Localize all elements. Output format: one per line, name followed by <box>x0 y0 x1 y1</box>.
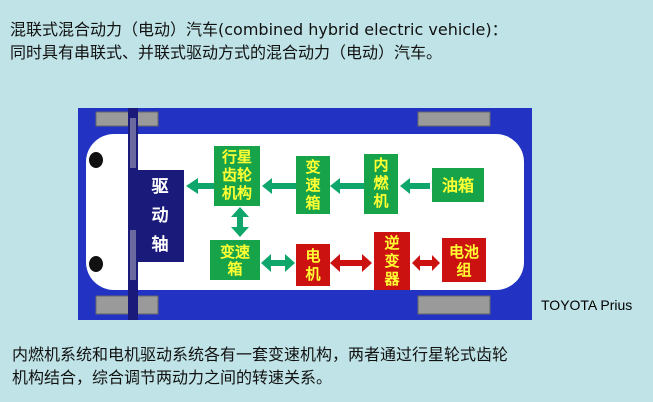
fuel-tank-label: 油箱 <box>442 176 474 195</box>
inverter-char-2: 变 <box>384 252 399 270</box>
transmission-top-box <box>296 156 330 214</box>
axle-shaft-bottom <box>130 230 136 280</box>
headlight-top <box>89 152 103 168</box>
arrow-planetary-to-axle <box>186 178 214 194</box>
inverter-box <box>374 232 410 290</box>
title-line-2: 同时具有串联式、并联式驱动方式的混合动力（电动）汽车。 <box>10 43 443 62</box>
headlight-bottom <box>89 256 103 272</box>
electrical-arrows <box>330 254 440 272</box>
hybrid-powertrain-diagram: 驱 动 轴 行星 齿轮 机构 变 速 箱 内 燃 机 油箱 变速 箱 电 <box>78 108 532 320</box>
footer-line-2: 机构结合，综合调节两动力之间的转速关系。 <box>12 368 333 387</box>
transmission-top-char-3: 箱 <box>305 194 320 212</box>
wheel-front-bottom <box>95 295 159 315</box>
drive-axle-char-2: 动 <box>152 206 169 226</box>
arrow-planetary-trans-bottom <box>231 207 249 237</box>
planetary-line-1: 行星 <box>221 148 252 166</box>
transmission-bottom-box <box>210 240 260 280</box>
arrow-inverter-battery <box>412 255 440 271</box>
arrow-engine-to-trans <box>330 178 364 194</box>
engine-char-2: 燃 <box>373 174 389 192</box>
planetary-line-3: 机构 <box>222 184 252 202</box>
wheel-rear-top <box>417 111 491 127</box>
fuel-tank-box <box>432 168 484 202</box>
battery-line-2: 组 <box>456 261 471 279</box>
wheels <box>95 111 491 315</box>
motor-char-1: 电 <box>305 247 320 265</box>
planetary-gear-box <box>214 146 260 206</box>
motor-char-2: 机 <box>305 265 320 283</box>
car-model-label: TOYOTA Prius <box>541 297 633 313</box>
arrow-motor-inverter <box>330 254 372 272</box>
arrow-fuel-to-engine <box>400 178 430 194</box>
title-line-1: 混联式混合动力（电动）汽车(combined hybrid electric v… <box>10 20 508 39</box>
transmission-bottom-line-2: 箱 <box>227 260 242 278</box>
engine-box <box>364 154 398 214</box>
wheel-front-top <box>95 111 159 127</box>
transmission-top-char-1: 变 <box>305 158 320 176</box>
motor-box <box>296 244 330 286</box>
battery-box <box>442 238 486 282</box>
transmission-bottom-line-1: 变速 <box>220 243 250 261</box>
drive-axle-char-3: 轴 <box>152 234 169 255</box>
axle-shaft <box>128 108 138 320</box>
mechanical-arrows <box>186 178 430 272</box>
engine-char-1: 内 <box>373 156 388 174</box>
arrow-trans-to-motor <box>261 254 295 272</box>
wheel-rear-bottom <box>417 295 491 315</box>
inverter-char-1: 逆 <box>384 234 399 252</box>
axle-shaft-top <box>130 118 136 168</box>
arrow-trans-to-planetary <box>262 178 296 194</box>
drive-axle-box <box>136 170 184 262</box>
inverter-char-3: 器 <box>383 270 400 288</box>
planetary-line-2: 齿轮 <box>222 166 252 184</box>
drive-axle-char-1: 驱 <box>152 177 169 197</box>
engine-char-3: 机 <box>373 192 388 210</box>
transmission-top-char-2: 速 <box>305 176 320 194</box>
battery-line-1: 电池 <box>449 243 479 261</box>
footer-line-1: 内燃机系统和电机驱动系统各有一套变速机构，两者通过行星轮式齿轮 <box>12 345 509 364</box>
